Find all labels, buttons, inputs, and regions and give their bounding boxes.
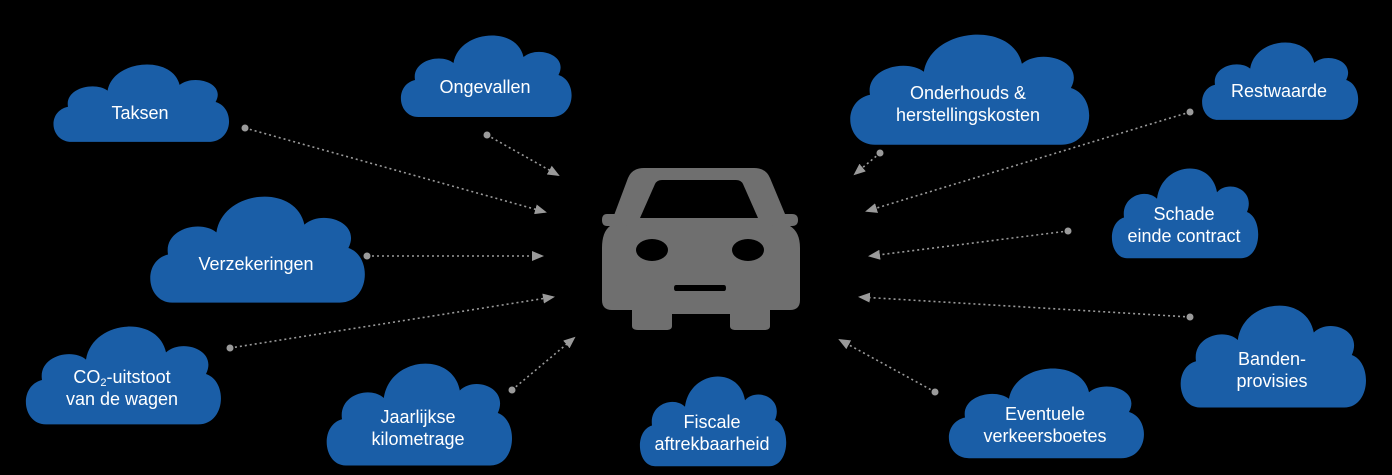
schade-line-2: einde contract xyxy=(1127,226,1241,247)
onderhoud-arrow-origin xyxy=(876,149,884,157)
ongevallen-label: Ongevallen xyxy=(439,76,530,98)
restwaarde-arrow-origin xyxy=(1186,108,1194,116)
onderhoud-line-1: Onderhouds & xyxy=(909,83,1027,104)
schade-arrow-origin xyxy=(1064,227,1072,235)
kilometrage-arrow xyxy=(511,336,576,391)
banden-line-1: Banden- xyxy=(1237,349,1307,369)
onderhoud-arrow xyxy=(853,152,881,176)
banden-arrow xyxy=(858,292,1191,318)
ongevallen-arrow-origin xyxy=(483,131,491,139)
arrows-layer xyxy=(226,108,1194,396)
co2-cloud xyxy=(25,326,221,425)
restwaarde-label: Restwaarde xyxy=(1231,80,1327,102)
banden-line-2: provisies xyxy=(1236,371,1308,391)
restwaarde-cloud xyxy=(1202,42,1359,120)
schade-arrow xyxy=(868,230,1069,260)
fiscale-line-2: aftrekbaarheid xyxy=(654,434,770,455)
schade-cloud xyxy=(1111,168,1259,259)
fiscale-line-1: Fiscale xyxy=(683,412,741,433)
boetes-arrow xyxy=(838,339,936,393)
onderhoud-label: Onderhouds &herstellingskosten xyxy=(896,82,1040,126)
banden-arrow-origin xyxy=(1186,313,1194,321)
taksen-line-1: Taksen xyxy=(111,103,169,124)
boetes-arrow-origin xyxy=(931,388,939,396)
clouds-layer xyxy=(25,34,1366,467)
taksen-arrow-origin xyxy=(241,124,249,132)
verzekeringen-line-1: Verzekeringen xyxy=(198,253,314,274)
verzekeringen-arrow-origin xyxy=(363,252,371,260)
co2-arrow-origin xyxy=(226,344,234,352)
taksen-arrow xyxy=(244,127,547,215)
restwaarde-arrow xyxy=(865,111,1191,213)
co2-line-2: van de wagen xyxy=(65,389,179,410)
kilometrage-line-2: kilometrage xyxy=(371,429,465,449)
kilometrage-arrow-origin xyxy=(508,386,516,394)
boetes-line-2: verkeersboetes xyxy=(983,426,1107,447)
co2-suffix: -uitstoot xyxy=(106,367,171,388)
verzekeringen-cloud xyxy=(150,196,365,303)
kilometrage-line-1: Jaarlijkse xyxy=(380,407,456,427)
taksen-cloud xyxy=(53,64,230,142)
verzekeringen-label: Verzekeringen xyxy=(198,253,313,275)
car-icon xyxy=(602,168,800,330)
boetes-cloud xyxy=(948,368,1144,459)
co2-subscript: 2 xyxy=(100,377,107,390)
banden-cloud xyxy=(1180,305,1366,408)
ongevallen-line-1: Ongevallen xyxy=(439,77,531,97)
co2-arrow xyxy=(229,293,555,349)
banden-label: Banden-provisies xyxy=(1236,348,1307,392)
taksen-label: Taksen xyxy=(111,102,168,124)
co2-text: CO xyxy=(73,367,101,388)
schade-line-1: Schade xyxy=(1153,204,1215,225)
boetes-line-1: Eventuele xyxy=(1004,404,1086,425)
restwaarde-line-1: Restwaarde xyxy=(1230,81,1328,102)
ongevallen-arrow xyxy=(486,134,560,176)
ongevallen-cloud xyxy=(400,35,572,117)
onderhoud-cloud xyxy=(850,34,1090,145)
fiscale-cloud xyxy=(639,376,787,467)
onderhoud-line-2: herstellingskosten xyxy=(895,105,1041,126)
kilometrage-cloud xyxy=(326,363,512,466)
